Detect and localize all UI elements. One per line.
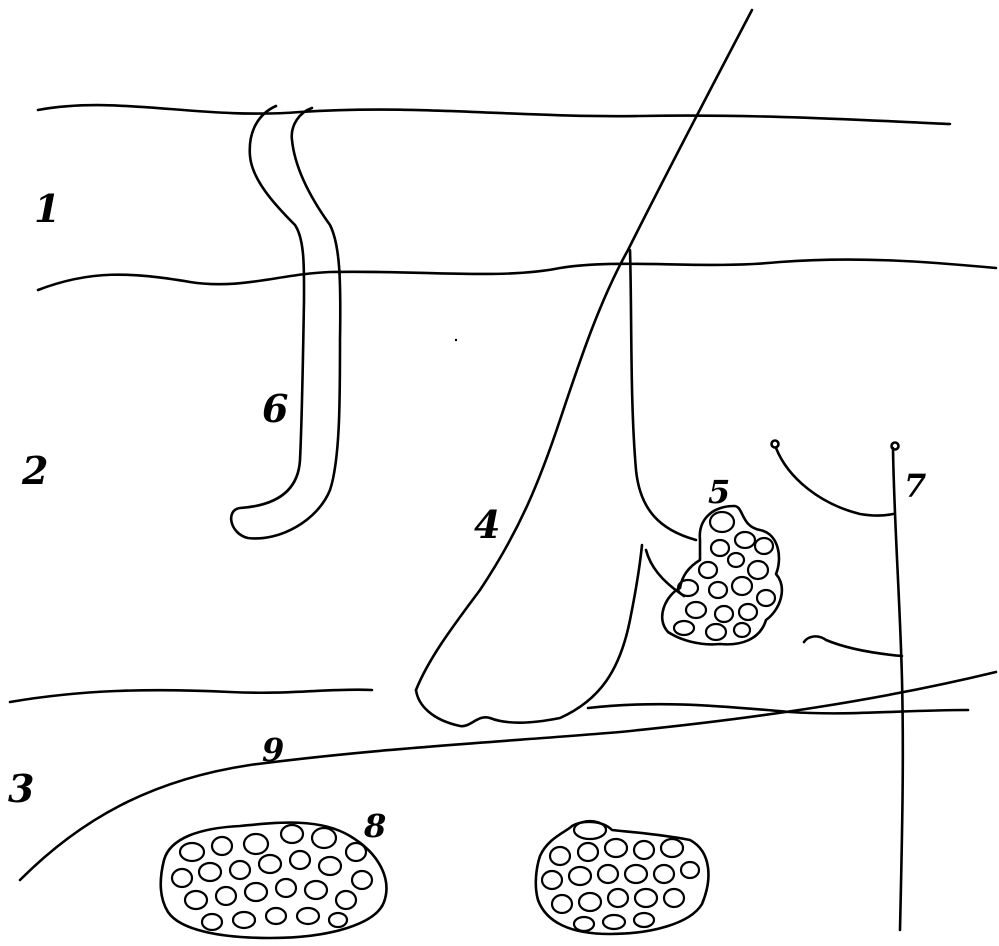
fiber-top-node (892, 443, 899, 450)
boundary-line-9 (20, 672, 996, 880)
fat-lobule-left-cells (172, 825, 372, 930)
fiber-branch-upper (776, 448, 893, 516)
speck (455, 339, 457, 341)
epidermis-top-line (38, 105, 950, 124)
label-hair: 4 (474, 506, 500, 544)
hair-shaft-right (630, 250, 696, 540)
label-sebaceous-gland: 5 (708, 476, 730, 508)
label-layer-3: 3 (8, 770, 34, 808)
epidermis-bottom-line (38, 260, 996, 290)
branch-node (772, 441, 779, 448)
label-muscle: 7 (904, 470, 926, 502)
vertical-fiber (893, 448, 903, 930)
label-layer-1: 1 (34, 190, 60, 228)
sebaceous-gland-outline (662, 506, 782, 644)
sweat-gland-duct (231, 106, 340, 538)
hair-bulb (416, 545, 642, 726)
dermis-bottom-line-left (10, 690, 372, 702)
label-sweat-gland: 6 (262, 390, 288, 428)
fiber-branch-lower (804, 636, 902, 656)
label-layer-2: 2 (22, 452, 48, 490)
label-boundary: 9 (262, 734, 284, 766)
label-fat-lobule: 8 (364, 810, 386, 842)
